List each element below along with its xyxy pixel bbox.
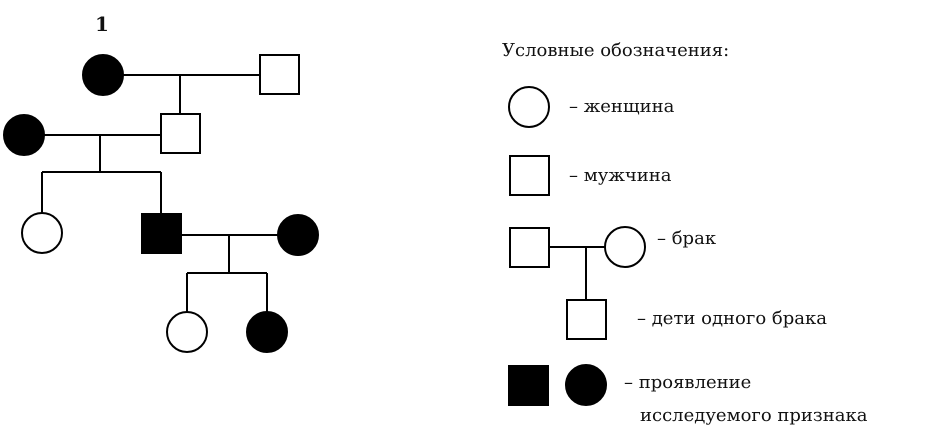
pedigree-lines — [41, 74, 278, 312]
gen2-affected-female — [3, 114, 45, 156]
gen3-female — [21, 212, 63, 254]
legend-marriage-female — [604, 226, 646, 268]
legend-trait-male-symbol — [508, 365, 549, 406]
pedigree-number: 1 — [95, 12, 109, 36]
legend-trait-female-symbol — [565, 364, 607, 406]
legend-children-symbol — [566, 299, 607, 340]
legend-trait-label-line2: исследуемого признака — [640, 405, 868, 426]
gen4-affected-female — [246, 311, 288, 353]
legend-man-symbol — [509, 155, 550, 196]
gen1-affected-female — [82, 54, 124, 96]
gen2-male — [160, 113, 201, 154]
legend-woman-symbol — [508, 86, 550, 128]
legend-marriage-label: – брак — [657, 228, 717, 249]
legend-title: Условные обозначения: — [502, 40, 729, 61]
gen3-affected-male — [141, 213, 182, 254]
legend: Условные обозначения: – женщина – мужчин… — [502, 40, 868, 426]
legend-trait-label-line1: – проявление — [624, 372, 751, 393]
legend-man-label: – мужчина — [569, 165, 672, 186]
gen3-affected-spouse-female — [277, 214, 319, 256]
legend-children-label: – дети одного брака — [637, 308, 827, 329]
legend-woman-label: – женщина — [569, 96, 675, 117]
gen4-female — [166, 311, 208, 353]
gen1-male — [259, 54, 300, 95]
legend-marriage-male — [509, 227, 550, 268]
